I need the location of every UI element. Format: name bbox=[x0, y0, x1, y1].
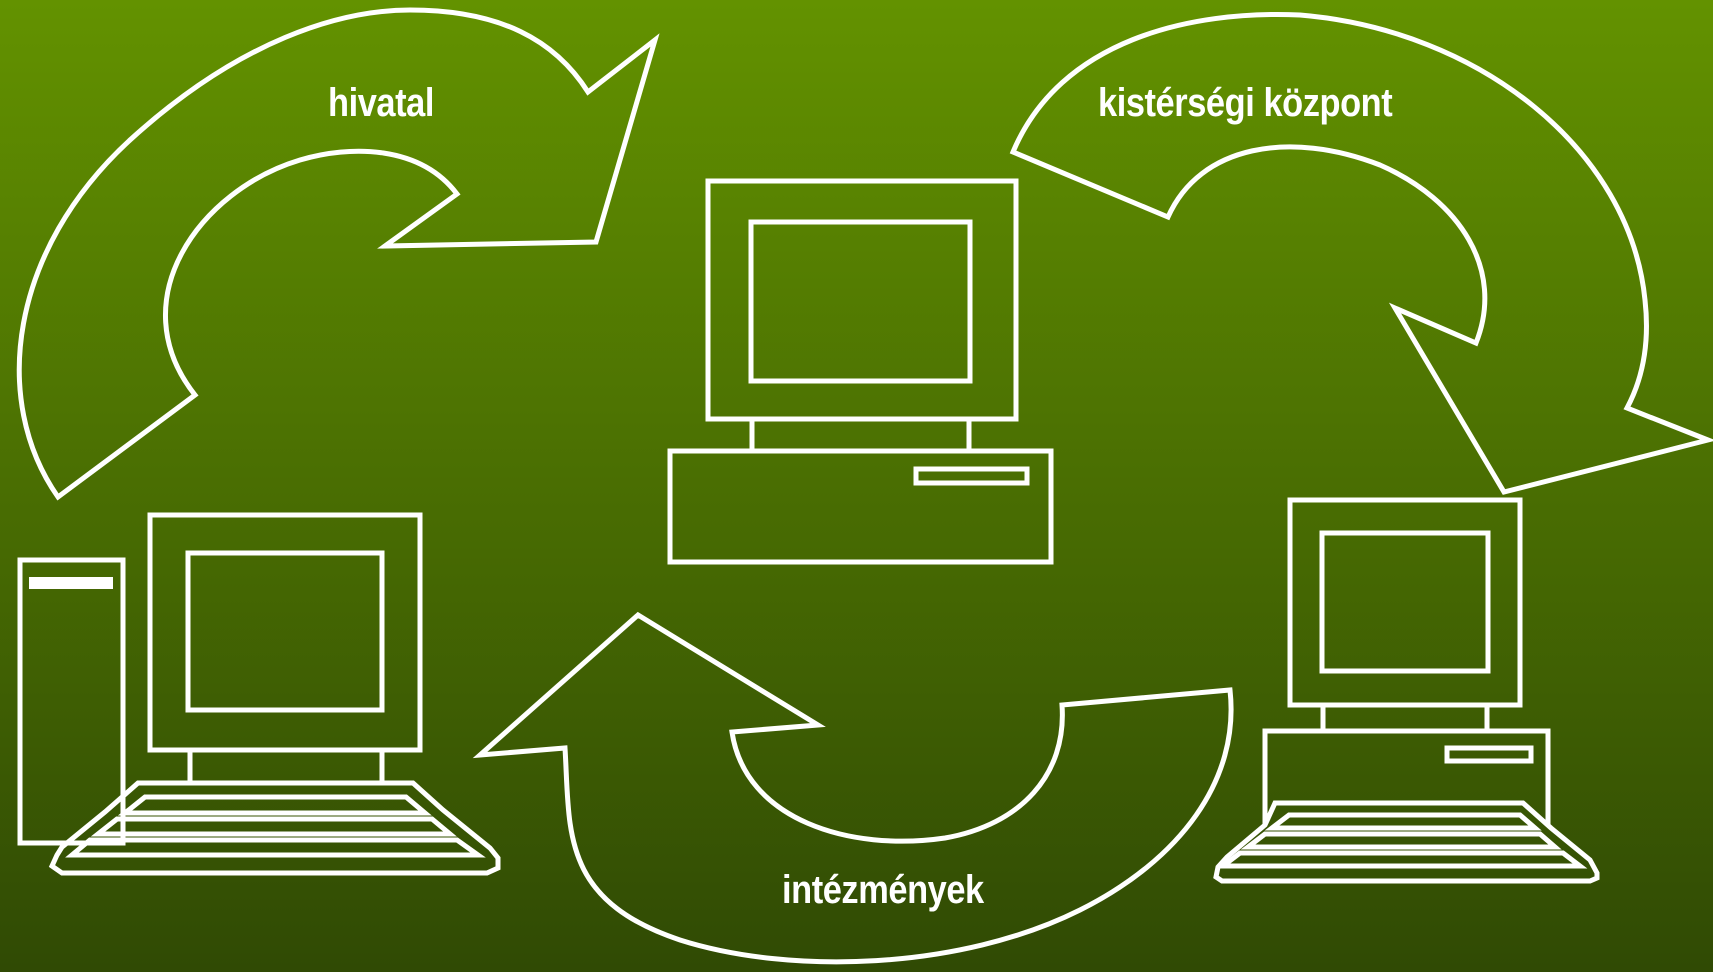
label-kistersegi-kozpont: kistérségi központ bbox=[1098, 81, 1393, 125]
arrow-top-left bbox=[16, 7, 660, 501]
monitor-frame bbox=[705, 178, 1019, 422]
label-hivatal: hivatal bbox=[328, 81, 434, 125]
monitor-screen bbox=[748, 219, 973, 384]
curved-arrow-icon bbox=[1009, 12, 1713, 495]
keyboard-outline bbox=[48, 780, 501, 876]
monitor-frame bbox=[147, 512, 423, 753]
tower-computer-with-keyboard-icon bbox=[17, 512, 501, 876]
arrow-top-right bbox=[1009, 12, 1713, 495]
keyboard-key-row bbox=[117, 794, 432, 816]
arrow-bottom bbox=[472, 611, 1234, 965]
monitor-screen bbox=[185, 550, 385, 713]
tower-drive-bay bbox=[29, 577, 113, 589]
keyboard-key-row bbox=[1264, 812, 1542, 831]
desktop-computer-with-keyboard-icon bbox=[1213, 497, 1600, 884]
monitor-screen bbox=[1319, 530, 1491, 674]
monitor-frame bbox=[1287, 497, 1523, 708]
keyboard-key-row bbox=[65, 837, 486, 858]
label-intezmenyek: intézmények bbox=[782, 868, 984, 912]
keyboard-key-row bbox=[1215, 850, 1588, 869]
keyboard-key-row bbox=[90, 816, 457, 837]
curved-arrow-icon bbox=[16, 7, 660, 501]
system-unit bbox=[1262, 728, 1551, 825]
keyboard-outline bbox=[1213, 800, 1600, 884]
keyboard-key-row bbox=[1240, 831, 1562, 850]
system-unit bbox=[667, 448, 1054, 565]
desktop-computer-icon bbox=[667, 178, 1054, 565]
disk-drive-slot bbox=[1444, 745, 1534, 764]
disk-drive-slot bbox=[913, 466, 1030, 486]
curved-arrow-icon bbox=[472, 611, 1234, 965]
tower-case bbox=[17, 557, 126, 846]
